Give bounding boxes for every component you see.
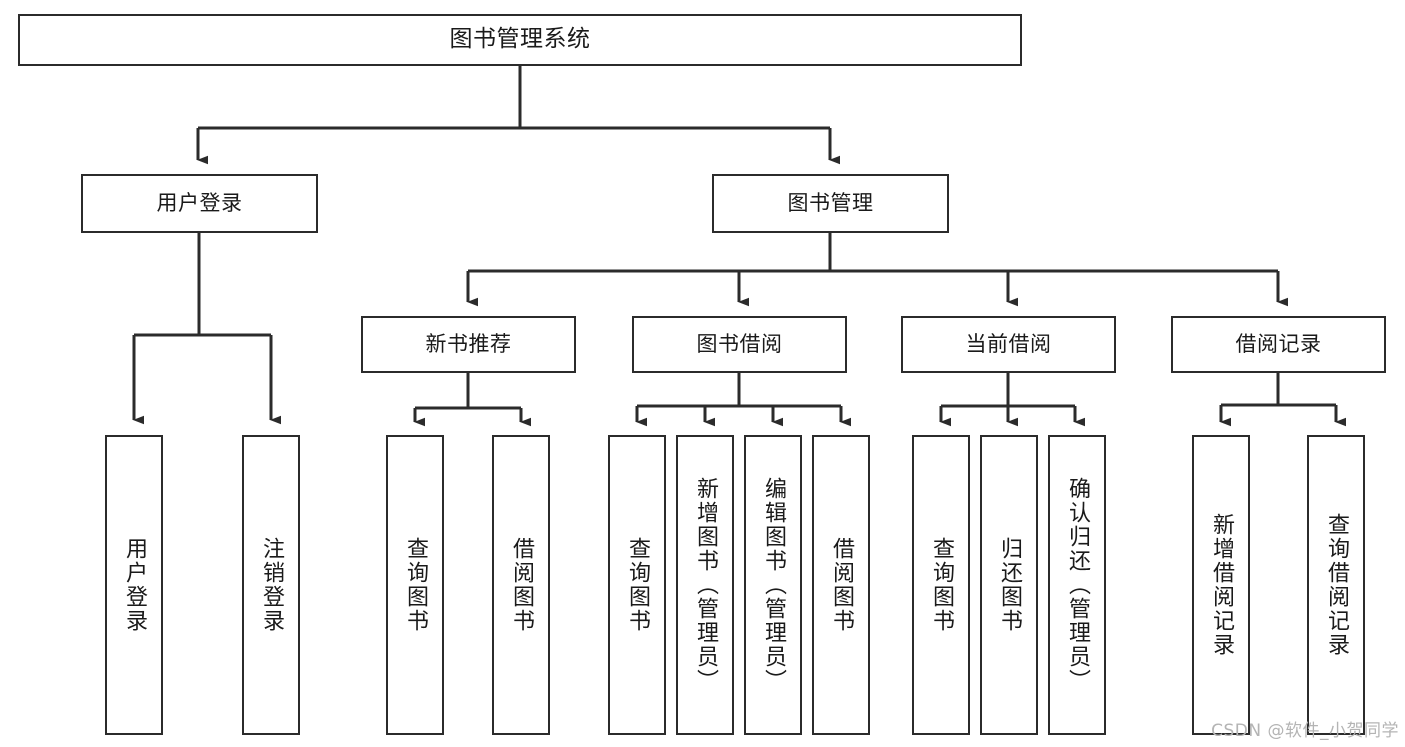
node-leaf-return-book-label: 归还图书 [997, 537, 1022, 633]
node-leaf-query-book-1-label: 查询图书 [403, 537, 428, 633]
node-leaf-add-record-label: 新增借阅记录 [1209, 513, 1234, 657]
node-leaf-return-book[interactable]: 归还图书 [980, 435, 1038, 735]
node-new-book-recommend-label: 新书推荐 [425, 332, 512, 357]
node-borrow-record-label: 借阅记录 [1235, 332, 1322, 357]
node-leaf-edit-book[interactable]: 编辑图书（管理员） [744, 435, 802, 735]
node-leaf-query-record[interactable]: 查询借阅记录 [1307, 435, 1365, 735]
node-book-management-label: 图书管理 [787, 191, 874, 216]
node-leaf-query-book-3-label: 查询图书 [929, 537, 954, 633]
node-leaf-add-record[interactable]: 新增借阅记录 [1192, 435, 1250, 735]
csdn-watermark: CSDN @软件_小贺同学 [1211, 721, 1399, 741]
node-leaf-user-logout[interactable]: 注销登录 [242, 435, 300, 735]
node-leaf-query-book-2[interactable]: 查询图书 [608, 435, 666, 735]
node-root-label: 图书管理系统 [449, 26, 591, 53]
node-leaf-user-logout-label: 注销登录 [259, 537, 284, 633]
node-new-book-recommend[interactable]: 新书推荐 [361, 316, 576, 373]
node-book-borrow[interactable]: 图书借阅 [632, 316, 847, 373]
node-leaf-borrow-book-1-label: 借阅图书 [509, 537, 534, 633]
node-book-borrow-label: 图书借阅 [696, 332, 783, 357]
node-user-login-label: 用户登录 [156, 191, 243, 216]
node-leaf-confirm-return-label: 确认归还（管理员） [1065, 477, 1090, 693]
node-leaf-borrow-book-2-label: 借阅图书 [829, 537, 854, 633]
node-borrow-record[interactable]: 借阅记录 [1171, 316, 1386, 373]
node-leaf-query-book-1[interactable]: 查询图书 [386, 435, 444, 735]
node-leaf-query-record-label: 查询借阅记录 [1324, 513, 1349, 657]
node-current-borrow[interactable]: 当前借阅 [901, 316, 1116, 373]
node-leaf-query-book-2-label: 查询图书 [625, 537, 650, 633]
node-leaf-user-login-label: 用户登录 [122, 537, 147, 633]
node-book-management[interactable]: 图书管理 [712, 174, 949, 233]
node-leaf-borrow-book-2[interactable]: 借阅图书 [812, 435, 870, 735]
node-root[interactable]: 图书管理系统 [18, 14, 1022, 66]
node-leaf-edit-book-label: 编辑图书（管理员） [761, 477, 786, 693]
node-leaf-borrow-book-1[interactable]: 借阅图书 [492, 435, 550, 735]
node-user-login[interactable]: 用户登录 [81, 174, 318, 233]
node-leaf-user-login[interactable]: 用户登录 [105, 435, 163, 735]
node-current-borrow-label: 当前借阅 [965, 332, 1052, 357]
node-leaf-query-book-3[interactable]: 查询图书 [912, 435, 970, 735]
node-leaf-confirm-return[interactable]: 确认归还（管理员） [1048, 435, 1106, 735]
node-leaf-add-book-label: 新增图书（管理员） [693, 477, 718, 693]
node-leaf-add-book[interactable]: 新增图书（管理员） [676, 435, 734, 735]
